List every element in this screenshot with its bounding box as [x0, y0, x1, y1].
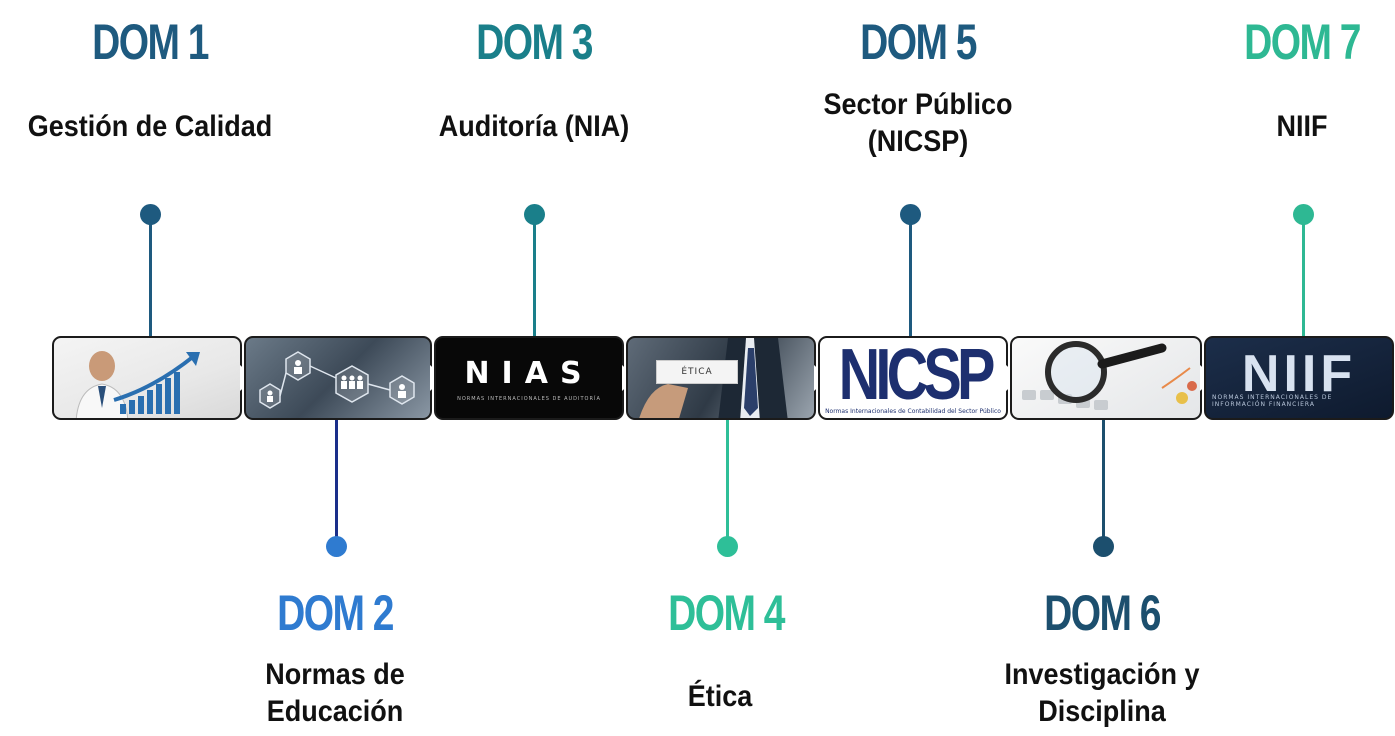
dom5-title: DOM 5	[860, 14, 977, 70]
dom1-title: DOM 1	[92, 14, 209, 70]
quality-management-image	[52, 336, 242, 420]
nicsp-subtitle: Normas Internacionales de Contabilidad d…	[825, 408, 1001, 415]
nias-logo: NIAS	[464, 356, 594, 391]
dom6-connector	[1102, 420, 1105, 546]
nias-subtitle: NORMAS INTERNACIONALES DE AUDITORÍA	[457, 396, 601, 402]
people-network-icon	[259, 351, 415, 409]
dom6-title: DOM 6	[1044, 585, 1161, 641]
dom7-label: NIIF	[1276, 110, 1328, 143]
growth-chart-icon	[75, 351, 200, 418]
dom1-connector	[149, 214, 152, 338]
dom7-connector	[1302, 214, 1305, 338]
dom2-label: Normas de Educación	[265, 658, 405, 728]
nias-image: NIAS NORMAS INTERNACIONALES DE AUDITORÍA	[434, 336, 624, 420]
dom5-dot	[900, 204, 921, 225]
nicsp-image: NICSP Normas Internacionales de Contabil…	[818, 336, 1008, 420]
dom3-title: DOM 3	[476, 14, 593, 70]
dom7-title: DOM 7	[1244, 14, 1361, 70]
dom5-label: Sector Público (NICSP)	[823, 88, 1013, 158]
niif-subtitle: NORMAS INTERNACIONALES DE INFORMACIÓN FI…	[1212, 394, 1333, 408]
dom2-title: DOM 2	[277, 585, 394, 641]
dom2-connector	[335, 420, 338, 546]
dom6-dot	[1093, 536, 1114, 557]
niif-image: NIIF NORMAS INTERNACIONALES DE INFORMACI…	[1204, 336, 1394, 420]
ethics-card: ÉTICA	[656, 360, 738, 384]
magnifying-glass-icon	[1022, 341, 1197, 410]
ethics-image: ÉTICA	[626, 336, 816, 420]
dom4-connector	[726, 420, 729, 546]
dom4-label: Ética	[687, 680, 753, 713]
businessman-icon	[639, 338, 788, 418]
niif-logo: NIIF	[1241, 345, 1357, 403]
dom6-label: Investigación y Disciplina	[1004, 658, 1200, 728]
dom3-connector	[533, 214, 536, 338]
dom5-connector	[909, 214, 912, 338]
dom1-label: Gestión de Calidad	[27, 110, 273, 143]
dom3-dot	[524, 204, 545, 225]
investigation-image	[1010, 336, 1202, 420]
dom3-label: Auditoría (NIA)	[438, 110, 630, 143]
dom1-dot	[140, 204, 161, 225]
nicsp-logo: NICSP	[838, 336, 996, 415]
dom4-dot	[717, 536, 738, 557]
education-standards-image	[244, 336, 432, 420]
dom4-title: DOM 4	[668, 585, 785, 641]
dom7-dot	[1293, 204, 1314, 225]
dom2-dot	[326, 536, 347, 557]
